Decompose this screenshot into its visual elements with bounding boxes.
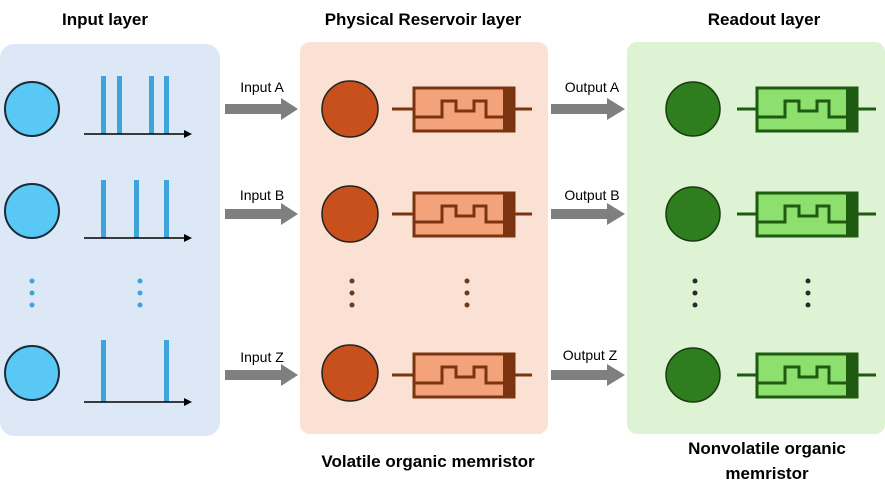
readout-neuron-a bbox=[665, 81, 721, 137]
readout-neuron-b bbox=[665, 186, 721, 242]
row-a: Input A Output A bbox=[4, 76, 876, 138]
reservoir-neuron-z bbox=[321, 344, 379, 402]
readout-layer-title: Readout layer bbox=[708, 10, 821, 29]
input-arrow-z bbox=[225, 364, 298, 386]
reservoir-neuron-b bbox=[321, 185, 379, 243]
time-axis-b bbox=[84, 234, 192, 242]
spike-train-z bbox=[101, 340, 169, 402]
output-arrow-z bbox=[551, 364, 625, 386]
output-arrow-b bbox=[551, 203, 625, 225]
input-layer-panel bbox=[0, 44, 220, 436]
reservoir-neuron-a bbox=[321, 80, 379, 138]
reservoir-layer-panel bbox=[300, 42, 548, 434]
input-neuron-a bbox=[4, 81, 60, 137]
input-label-a: Input A bbox=[240, 79, 284, 95]
row-z: Input Z Output Z bbox=[4, 340, 876, 406]
volatile-memristor-b bbox=[392, 191, 532, 238]
spike-train-a bbox=[101, 76, 169, 134]
output-label-b: Output B bbox=[564, 187, 619, 203]
output-arrow-a bbox=[551, 98, 625, 120]
input-neuron-z bbox=[4, 345, 60, 401]
nonvolatile-memristor-a bbox=[737, 86, 876, 133]
input-neuron-b bbox=[4, 183, 60, 239]
nonvolatile-memristor-b bbox=[737, 191, 876, 238]
reservoir-ellipsis bbox=[349, 278, 470, 308]
volatile-memristor-a bbox=[392, 86, 532, 133]
spike-train-b bbox=[101, 180, 169, 238]
readout-layer-panel bbox=[627, 42, 885, 434]
nonvolatile-memristor-z bbox=[737, 352, 876, 399]
row-b: Input B Output B bbox=[4, 180, 876, 243]
input-layer-title: Input layer bbox=[62, 10, 148, 29]
time-axis-z bbox=[84, 398, 192, 406]
readout-caption-line2: memristor bbox=[725, 464, 809, 483]
output-label-a: Output A bbox=[565, 79, 620, 95]
readout-caption-line1: Nonvolatile organic bbox=[688, 439, 846, 458]
input-label-z: Input Z bbox=[240, 349, 284, 365]
reservoir-caption: Volatile organic memristor bbox=[321, 452, 535, 471]
input-arrow-b bbox=[225, 203, 298, 225]
time-axis-a bbox=[84, 130, 192, 138]
output-label-z: Output Z bbox=[563, 347, 618, 363]
readout-ellipsis bbox=[692, 278, 811, 308]
readout-neuron-z bbox=[665, 347, 721, 403]
reservoir-layer-title: Physical Reservoir layer bbox=[325, 10, 522, 29]
volatile-memristor-z bbox=[392, 352, 532, 399]
input-ellipsis bbox=[29, 278, 143, 308]
input-arrow-a bbox=[225, 98, 298, 120]
input-label-b: Input B bbox=[240, 187, 284, 203]
